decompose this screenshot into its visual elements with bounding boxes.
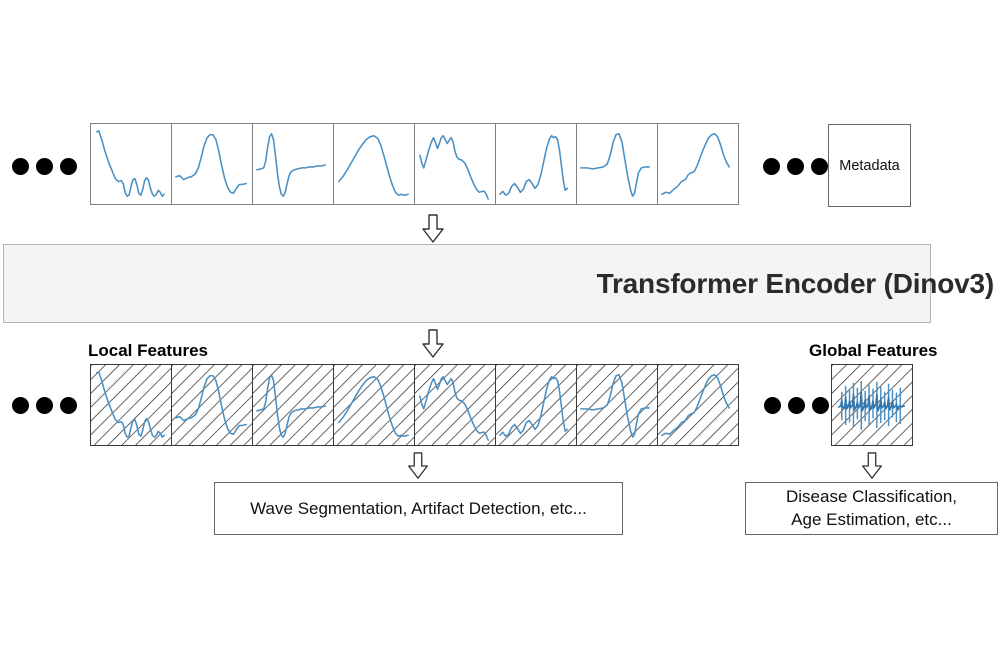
arrow-encoder-to-local-features — [418, 329, 448, 359]
local-feature-patch-1 — [90, 364, 172, 446]
dot — [12, 397, 29, 414]
local-feature-patch-strip — [90, 364, 739, 446]
dot — [764, 397, 781, 414]
transformer-encoder-label: Transformer Encoder (Dinov3) — [596, 267, 995, 299]
dot — [36, 397, 53, 414]
metadata-box: Metadata — [828, 124, 911, 207]
global-tasks-label-line2: Age Estimation, etc... — [791, 509, 952, 529]
dot — [812, 397, 829, 414]
dot — [12, 158, 29, 175]
transformer-encoder-box: Transformer Encoder (Dinov3) — [3, 244, 994, 323]
input-patch-4 — [333, 123, 415, 205]
dot — [60, 397, 77, 414]
local-features-caption: Local Features — [88, 341, 208, 360]
arrow-global-features-to-tasks — [858, 452, 886, 480]
input-patch-2 — [171, 123, 253, 205]
local-features-ellipsis-left — [12, 397, 77, 414]
dot — [787, 158, 804, 175]
local-feature-patch-5 — [414, 364, 496, 446]
local-feature-patch-4 — [333, 364, 415, 446]
local-tasks-box: Wave Segmentation, Artifact Detection, e… — [214, 482, 623, 535]
dot — [36, 158, 53, 175]
input-patch-5 — [414, 123, 496, 205]
input-ellipsis-left — [12, 158, 77, 175]
arrow-local-features-to-tasks — [404, 452, 432, 480]
local-tasks-label: Wave Segmentation, Artifact Detection, e… — [250, 498, 587, 518]
local-feature-patch-7 — [576, 364, 658, 446]
input-patch-7 — [576, 123, 658, 205]
input-patch-1 — [90, 123, 172, 205]
input-patch-6 — [495, 123, 577, 205]
global-features-ellipsis-left — [764, 397, 829, 414]
local-feature-patch-3 — [252, 364, 334, 446]
local-feature-patch-8 — [657, 364, 739, 446]
arrow-input-to-encoder — [418, 214, 448, 244]
global-features-caption: Global Features — [809, 341, 938, 360]
global-tasks-box: Disease Classification, Age Estimation, … — [745, 482, 998, 535]
dot — [788, 397, 805, 414]
input-ellipsis-right — [763, 158, 828, 175]
global-tasks-label-line1: Disease Classification, — [785, 486, 957, 506]
input-patch-3 — [252, 123, 334, 205]
global-feature-box — [831, 364, 913, 446]
local-feature-patch-6 — [495, 364, 577, 446]
input-patch-8 — [657, 123, 739, 205]
dot — [811, 158, 828, 175]
dot — [60, 158, 77, 175]
input-patch-strip — [90, 123, 739, 205]
local-feature-patch-2 — [171, 364, 253, 446]
dot — [763, 158, 780, 175]
metadata-label: Metadata — [839, 157, 900, 174]
